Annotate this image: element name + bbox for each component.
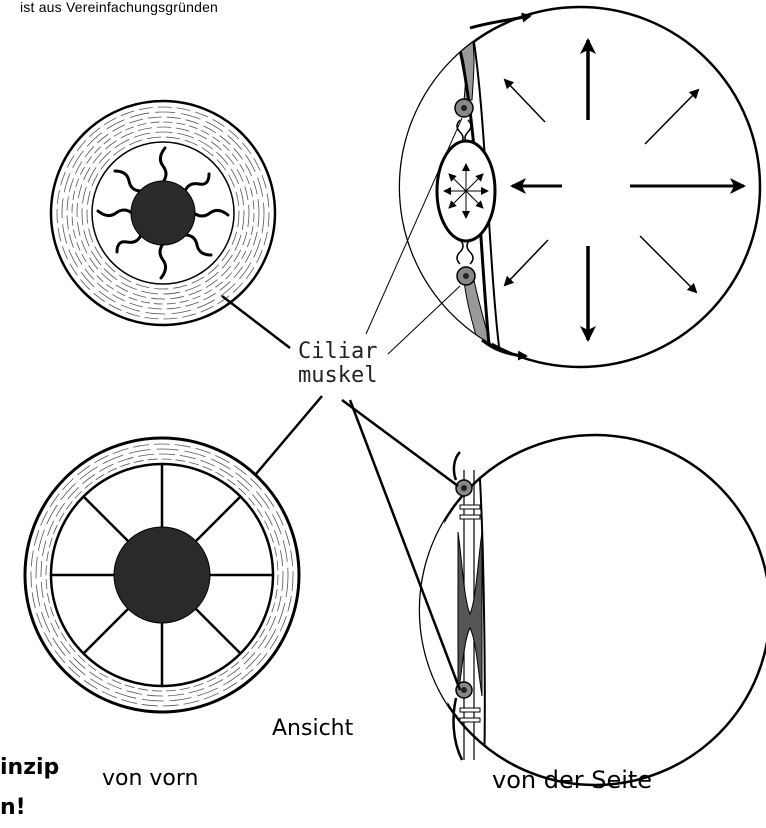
- diagram-stage: ist aus Vereinfachungsgründen Ciliar mus…: [0, 0, 766, 803]
- ciliar-label-line2: muskel: [298, 364, 377, 388]
- prinzip-line2: n!: [0, 788, 59, 828]
- eye-side-bottom: [410, 430, 766, 790]
- von-vorn-label: von vorn: [102, 768, 199, 790]
- eye-front-bottom: [25, 438, 299, 712]
- eye-front-top: [51, 101, 275, 325]
- eye-accommodation-diagram: [0, 0, 766, 803]
- ansicht-label: Ansicht: [272, 718, 353, 740]
- ciliarmuskel-label: Ciliar muskel: [298, 340, 377, 388]
- ciliar-label-line1: Ciliar: [298, 340, 377, 364]
- prinzip-line1: inzip: [0, 748, 59, 788]
- eye-side-top: [390, 0, 760, 370]
- von-der-seite-label: von der Seite: [492, 768, 652, 792]
- prinzip-label: inzip n!: [0, 748, 59, 828]
- top-note-text: ist aus Vereinfachungsgründen: [20, 0, 218, 14]
